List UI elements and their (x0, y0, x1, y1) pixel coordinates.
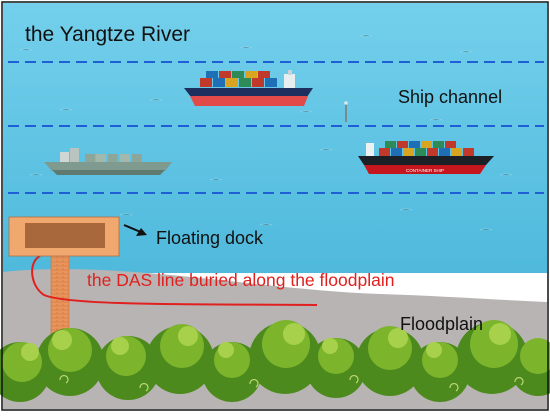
floating-dock-label: Floating dock (156, 228, 264, 248)
water-ripples (19, 34, 513, 231)
ship-hull-text: CONTAINER SHIP (406, 168, 444, 173)
floating-dock-deck (25, 223, 105, 248)
river-label: the Yangtze River (25, 23, 190, 46)
frame-border (1, 1, 549, 411)
trees-row (0, 320, 550, 402)
buoy-marker (344, 101, 348, 122)
dock-post (50, 255, 70, 337)
dock-arrow-head (136, 228, 147, 236)
das-line (31, 255, 318, 306)
floodplain-label: Floodplain (400, 314, 484, 334)
ship-channel-label: Ship channel (398, 87, 503, 107)
container-ship-3: CONTAINER SHIP (358, 141, 494, 174)
container-ship-1 (184, 70, 313, 106)
cargo-ship-2 (44, 148, 172, 175)
ship-channel-lines (8, 61, 544, 194)
das-line-label: the DAS line buried along the floodplain (87, 270, 395, 290)
